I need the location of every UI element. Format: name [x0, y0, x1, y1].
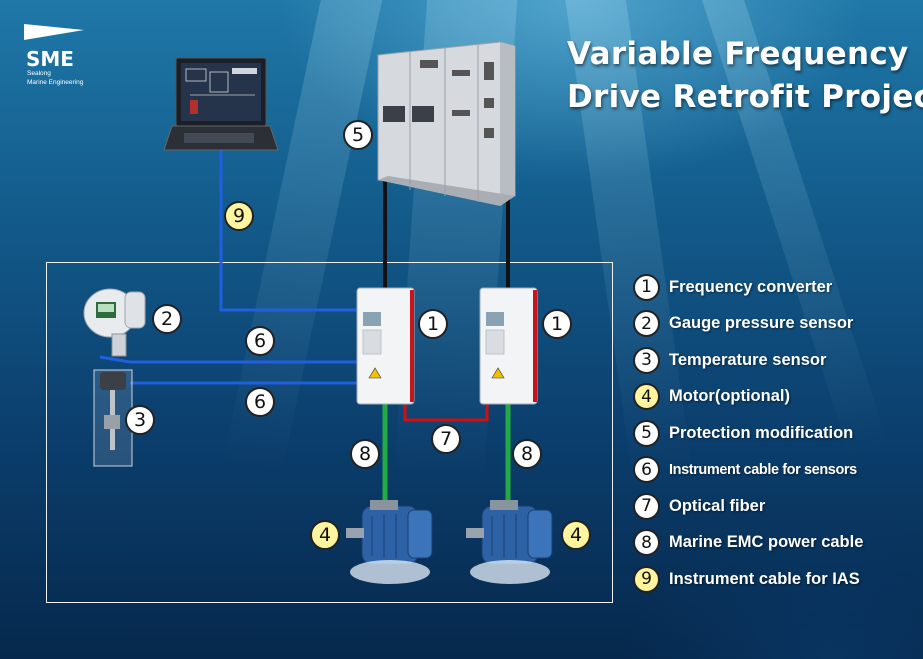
legend-number: 5	[633, 419, 660, 447]
legend-item: 2 Gauge pressure sensor	[633, 310, 853, 338]
optical-fiber	[403, 404, 489, 422]
callout-power-left: 8	[350, 439, 380, 469]
switchboard-icon	[377, 41, 516, 206]
legend-number: 1	[633, 273, 660, 301]
pressure-sensor-icon	[83, 288, 146, 357]
callout-motor-left: 4	[310, 520, 340, 550]
page-title: Drive Retrofit Project	[567, 79, 923, 115]
legend-label: Instrument cable for IAS	[669, 569, 860, 588]
callout-converter-left: 1	[418, 309, 448, 339]
legend-label: Frequency converter	[669, 277, 833, 296]
legend-number: 8	[633, 529, 660, 556]
legend-item: 5 Protection modification	[633, 419, 853, 447]
legend-number: 7	[633, 492, 660, 520]
callout-optical-fiber: 7	[431, 424, 461, 454]
legend-item: 8 Marine EMC power cable	[633, 529, 863, 557]
frequency-converter-icon	[479, 287, 538, 405]
callout-converter-right: 1	[542, 309, 572, 339]
legend-label: Optical fiber	[669, 496, 766, 515]
legend-item: 3 Temperature sensor	[633, 346, 826, 374]
legend-number: 3	[633, 346, 660, 374]
callout-ias-cable: 9	[224, 201, 254, 231]
legend-item: 6 Instrument cable for sensors	[633, 456, 857, 484]
frequency-converter-icon	[356, 287, 415, 405]
logo-name: SME	[26, 47, 74, 71]
logo-tagline: Marine Engineering	[27, 79, 84, 86]
callout-pressure-sensor: 2	[152, 304, 182, 334]
legend-label: Temperature sensor	[669, 350, 827, 369]
instrument-cable-pressure	[99, 355, 357, 364]
callout-cable-temperature: 6	[245, 387, 275, 417]
page-title: Variable Frequency	[567, 36, 909, 72]
legend-item: 4 Motor(optional)	[633, 383, 790, 411]
legend-number: 6	[633, 456, 660, 483]
legend-item: 7 Optical fiber	[633, 492, 765, 520]
callout-motor-right: 4	[561, 520, 591, 550]
callout-switchboard: 5	[343, 120, 373, 150]
callout-power-right: 8	[512, 439, 542, 469]
legend-number: 2	[633, 310, 660, 337]
callout-cable-pressure: 6	[245, 326, 275, 356]
legend-label: Protection modification	[669, 423, 854, 442]
callout-temperature-sensor: 3	[125, 405, 155, 435]
motor-icon	[346, 500, 433, 584]
logo-tagline: Sealong	[27, 70, 51, 77]
legend-label: Marine EMC power cable	[669, 533, 864, 551]
legend-item: 9 Instrument cable for IAS	[633, 565, 860, 593]
legend-number: 9	[633, 565, 660, 593]
motor-icon	[466, 500, 553, 584]
legend-label: Instrument cable for sensors	[669, 461, 857, 478]
legend-number: 4	[633, 383, 660, 410]
legend-item: 1 Frequency converter	[633, 273, 832, 301]
legend-label: Gauge pressure sensor	[669, 314, 854, 332]
logo-mark-icon	[24, 24, 84, 40]
ias-cable	[219, 150, 357, 312]
ias-console-icon	[163, 57, 279, 151]
system-boundary	[46, 262, 613, 603]
legend-label: Motor(optional)	[669, 387, 790, 405]
